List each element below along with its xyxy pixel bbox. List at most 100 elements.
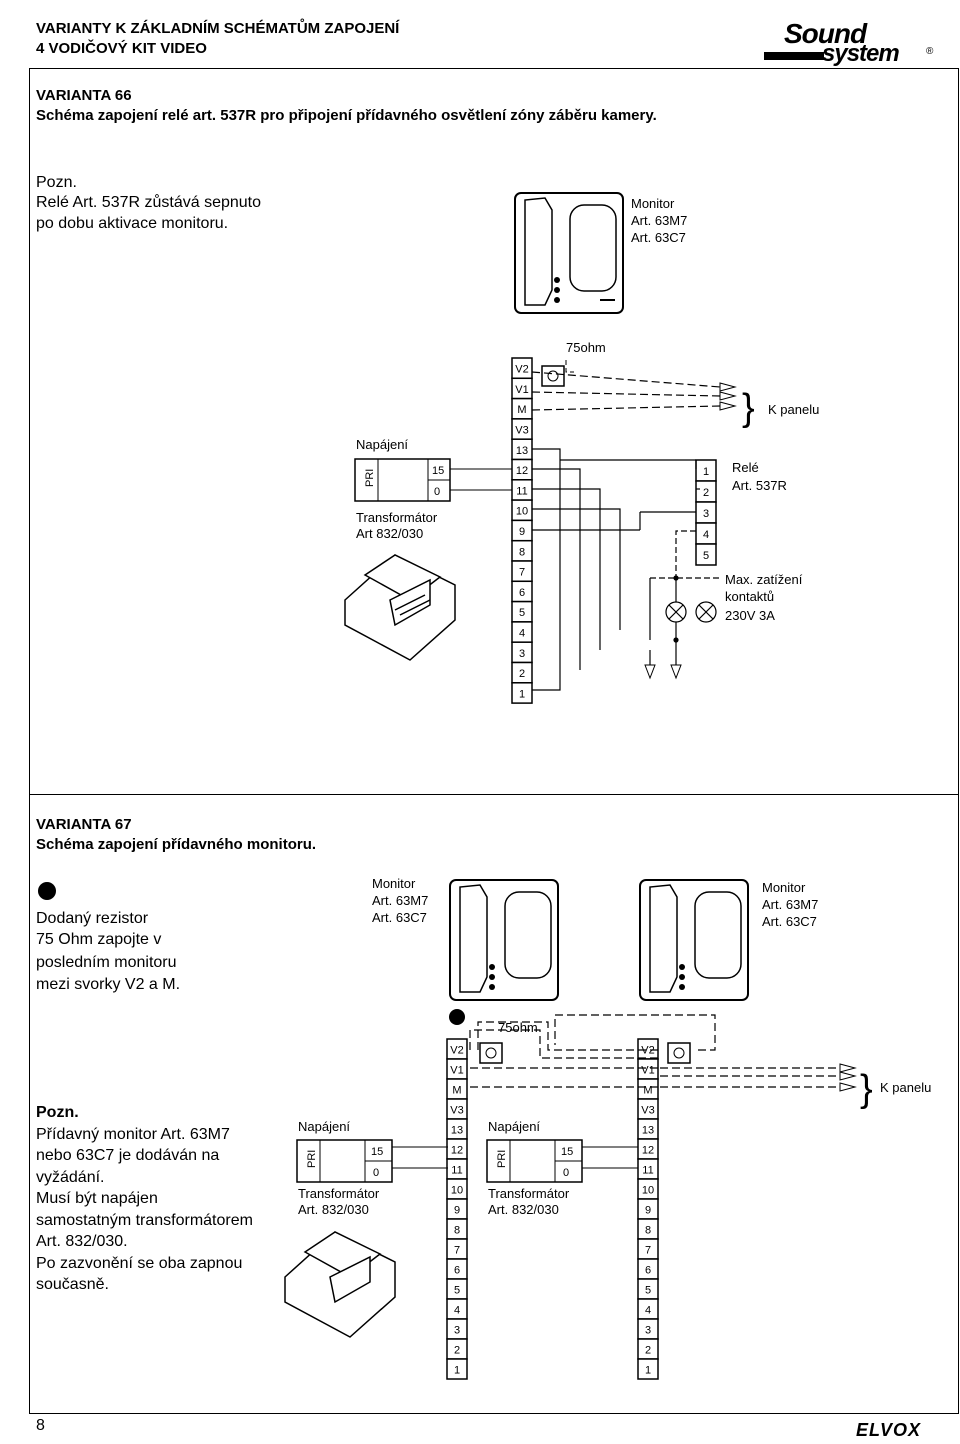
bullet-marker-icon xyxy=(449,1009,465,1025)
napajeni-label: Napájení xyxy=(356,437,408,452)
sound-system-logo: Sound system ® xyxy=(764,20,944,68)
variant67-bullet-line1: Dodaný rezistor xyxy=(36,910,149,927)
t15-1-label: 15 xyxy=(371,1146,383,1158)
page-number: 8 xyxy=(36,1417,45,1434)
terminal-label: V1 xyxy=(515,384,528,396)
terminal-label: V2 xyxy=(515,364,528,376)
variant67-panel xyxy=(29,794,959,1414)
monitor2-icon xyxy=(639,879,749,1001)
terminal-label: V1 xyxy=(641,1064,654,1076)
terminal-label: 12 xyxy=(642,1144,654,1156)
terminal-label: 2 xyxy=(645,1344,651,1356)
terminal-label: M xyxy=(517,404,526,416)
max-label-3: 230V 3A xyxy=(725,608,775,623)
variant67-note-line6: Art. 832/030. xyxy=(36,1233,128,1250)
terminal-cell xyxy=(446,1358,468,1380)
terminal-label: V1 xyxy=(450,1064,463,1076)
logo-sound: Sound xyxy=(784,18,867,49)
terminal-label: 2 xyxy=(454,1344,460,1356)
t0-2-label: 0 xyxy=(563,1167,569,1179)
terminal-label: M xyxy=(643,1084,652,1096)
logo-bar xyxy=(764,52,824,60)
terminal-label: 9 xyxy=(645,1204,651,1216)
t15-2-label: 15 xyxy=(561,1146,573,1158)
resistor-label: 75ohm xyxy=(498,1020,538,1035)
variant67-note-line7: Po zazvonění se oba zapnou xyxy=(36,1255,243,1272)
terminal-label: 4 xyxy=(703,529,709,541)
resistor2-icon xyxy=(667,1042,691,1064)
variant67-note-line5: samostatným transformátorem xyxy=(36,1212,253,1229)
resistor-label: 75ohm xyxy=(566,340,606,355)
terminal-label: 2 xyxy=(703,487,709,499)
svg-text:}: } xyxy=(860,1068,873,1110)
terminal-label: 10 xyxy=(516,506,528,518)
registered-mark: ® xyxy=(926,46,934,57)
variant66-note-line1: Relé Art. 537R zůstává sepnuto xyxy=(36,194,262,211)
t15-label: 15 xyxy=(432,465,444,477)
terminal-label: V3 xyxy=(450,1104,463,1116)
terminal-label: 11 xyxy=(642,1164,653,1176)
terminal-label: 1 xyxy=(454,1364,460,1376)
terminal-label: 12 xyxy=(516,465,528,477)
terminal-label: 4 xyxy=(645,1304,651,1316)
terminal-label: 5 xyxy=(703,550,709,562)
variant67-title: VARIANTA 67 xyxy=(36,816,132,833)
variant66-note-line2: po dobu aktivace monitoru. xyxy=(36,215,229,232)
transformator1-label: Transformátor xyxy=(298,1186,380,1201)
terminal-label: 5 xyxy=(454,1284,460,1296)
variant67-note-label: Pozn. xyxy=(36,1104,79,1121)
transformer2-icon xyxy=(284,1231,396,1338)
pri2-label: PRI xyxy=(496,1150,508,1168)
pri1-label: PRI xyxy=(306,1150,318,1168)
transformator1-art: Art. 832/030 xyxy=(298,1202,369,1217)
terminal-label: 3 xyxy=(519,648,525,660)
resistor-icon xyxy=(541,365,565,387)
terminal-cell xyxy=(511,682,533,704)
napajeni2-label: Napájení xyxy=(488,1119,540,1134)
monitor-icon xyxy=(514,192,624,314)
terminal-label: 7 xyxy=(519,567,525,579)
variant66-title: VARIANTA 66 xyxy=(36,87,132,104)
terminal-label: 8 xyxy=(454,1224,460,1236)
header-line2: 4 VODIČOVÝ KIT VIDEO xyxy=(36,40,207,57)
svg-text:}: } xyxy=(742,387,755,429)
pri-label: PRI xyxy=(364,469,376,487)
transformator2-art: Art. 832/030 xyxy=(488,1202,559,1217)
logo-system: system xyxy=(822,40,900,67)
transformer-block xyxy=(354,458,451,502)
rele-label-2: Art. 537R xyxy=(732,478,787,493)
t0-1-label: 0 xyxy=(373,1167,379,1179)
terminal-label: 1 xyxy=(645,1364,651,1376)
terminal-label: 1 xyxy=(703,466,709,478)
terminal-label: V2 xyxy=(450,1044,463,1056)
monitor1-label-1: Monitor xyxy=(372,876,416,891)
variant67-subtitle: Schéma zapojení přídavného monitoru. xyxy=(36,836,317,853)
terminal-label: V2 xyxy=(641,1044,654,1056)
variant67-bullet-line4: mezi svorky V2 a M. xyxy=(36,976,181,993)
terminal-label: 3 xyxy=(703,508,709,520)
monitor2-label-2: Art. 63M7 xyxy=(762,897,818,912)
max-label-1: Max. zatížení xyxy=(725,572,803,587)
terminal-label: V3 xyxy=(641,1104,654,1116)
resistor1-icon xyxy=(479,1042,503,1064)
variant66-subtitle: Schéma zapojení relé art. 537R pro připo… xyxy=(36,107,657,124)
monitor1-label-2: Art. 63M7 xyxy=(372,893,428,908)
terminal-label: 5 xyxy=(519,607,525,619)
terminal-label: 8 xyxy=(645,1224,651,1236)
monitor-label-1: Monitor xyxy=(631,196,675,211)
monitor2-label-1: Monitor xyxy=(762,880,806,895)
terminal-label: 11 xyxy=(516,485,527,497)
terminal-label: 8 xyxy=(519,546,525,558)
terminal-cell xyxy=(637,1358,659,1380)
transformer-icon xyxy=(344,554,456,661)
variant66-note-label: Pozn. xyxy=(36,174,77,191)
terminal-cell xyxy=(695,543,717,566)
monitor1-icon xyxy=(449,879,559,1001)
rele-label-1: Relé xyxy=(732,460,759,475)
variant67-note-line8: současně. xyxy=(36,1276,109,1293)
terminal-label: 6 xyxy=(645,1264,651,1276)
